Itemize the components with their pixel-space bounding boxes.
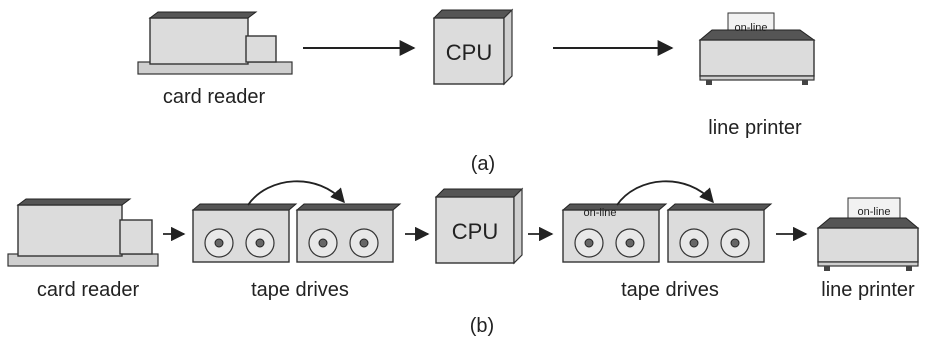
tape-drive-unit-4 [666,203,773,263]
tape-drives-output-icon [561,180,773,263]
tape-drives-output-label: tape drives [621,279,719,301]
tape-drive-unit-2 [295,203,402,263]
tape-transfer-arrow-input [247,180,345,206]
printer-paper-text-b: on-line [857,206,890,218]
printer-paper-text-a: on-line [734,22,767,34]
line-printer-label-b: line printer [821,279,915,301]
card-reader-label-b: card reader [37,279,140,301]
line-printer-label-a: line printer [708,117,802,139]
cpu-label-a: CPU [446,40,492,65]
cpu-box-b [434,187,524,265]
caption-a: (a) [471,153,495,175]
tape-drives-input-icon [191,180,402,263]
output-tape-text: on-line [583,207,616,219]
card-reader-icon-a [137,11,293,75]
tape-drive-unit-3 [561,203,668,263]
line-printer-icon-b [816,197,920,271]
tape-drives-input-label: tape drives [251,279,349,301]
caption-b: (b) [470,315,494,337]
card-reader-label-a: card reader [163,86,266,108]
cpu-box-a [432,8,514,86]
cpu-label-b: CPU [452,219,498,244]
tape-drive-unit-1 [191,203,298,263]
line-printer-icon-a [698,12,816,85]
tape-transfer-arrow-output [616,180,714,206]
card-reader-icon-b [7,198,159,267]
